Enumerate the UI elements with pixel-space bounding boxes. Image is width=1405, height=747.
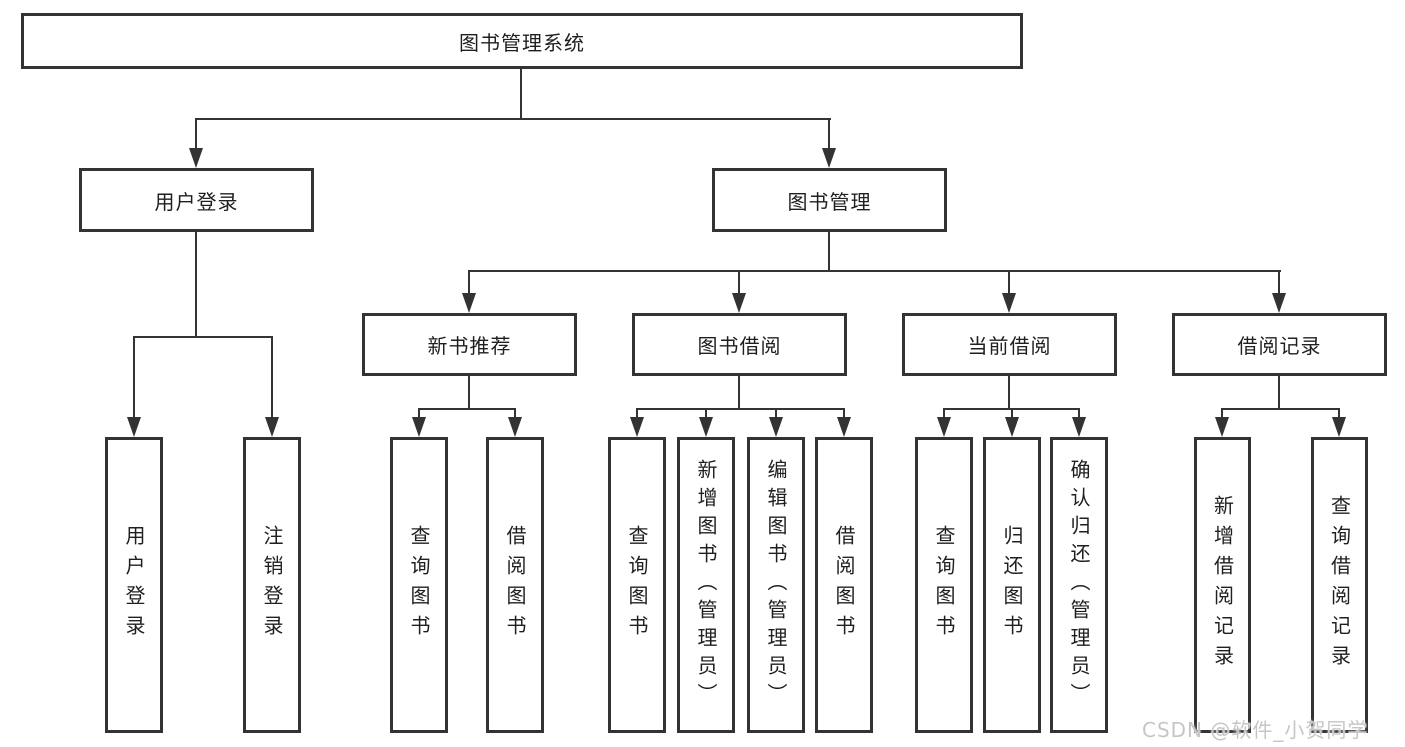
- node-label: 当前借阅: [967, 334, 1052, 358]
- connector-line: [636, 408, 638, 420]
- node-label: 用户登录: [154, 189, 239, 214]
- arrow-down-icon: [265, 417, 279, 437]
- arrow-down-icon: [769, 417, 783, 437]
- leaf-logout: 注销登录: [243, 437, 301, 733]
- leaf-label: 查询图书: [932, 525, 956, 645]
- node-current-borrow: 当前借阅: [902, 313, 1117, 376]
- node-label: 借阅记录: [1237, 334, 1322, 358]
- arrow-down-icon: [1272, 293, 1286, 313]
- arrow-down-icon: [127, 417, 141, 437]
- arrow-down-icon: [1072, 417, 1086, 437]
- connector-line: [195, 118, 197, 152]
- node-label: 图书管理: [787, 189, 872, 214]
- arrow-down-icon: [732, 293, 746, 313]
- arrow-down-icon: [1002, 293, 1016, 313]
- leaf-cb-query-book: 查询图书: [915, 437, 973, 733]
- connector-line: [1338, 408, 1340, 420]
- connector-line: [1221, 408, 1223, 420]
- arrow-down-icon: [462, 293, 476, 313]
- connector-line: [775, 408, 777, 420]
- leaf-cb-return-book: 归还图书: [983, 437, 1041, 733]
- arrow-down-icon: [699, 417, 713, 437]
- arrow-down-icon: [630, 417, 644, 437]
- arrow-down-icon: [508, 417, 522, 437]
- leaf-label: 用户登录: [122, 525, 146, 645]
- node-label: 图书借阅: [697, 334, 782, 358]
- connector-line: [738, 376, 740, 408]
- connector-line: [705, 408, 707, 420]
- arrow-down-icon: [412, 417, 426, 437]
- leaf-bb-borrow-book: 借阅图书: [815, 437, 873, 733]
- connector-line: [468, 270, 470, 295]
- connector-line: [418, 408, 516, 410]
- connector-line: [843, 408, 845, 420]
- connector-line: [828, 118, 830, 152]
- arrow-down-icon: [837, 417, 851, 437]
- connector-line: [1078, 408, 1080, 420]
- node-new-book-recommend: 新书推荐: [362, 313, 577, 376]
- leaf-nbr-borrow-book: 借阅图书: [486, 437, 544, 733]
- leaf-user-login: 用户登录: [105, 437, 163, 733]
- leaf-cb-confirm-return-admin: 确认归还（管理员）: [1050, 437, 1108, 733]
- connector-line: [1008, 376, 1010, 408]
- connector-line: [514, 408, 516, 420]
- leaf-label: 查询借阅记录: [1327, 495, 1352, 675]
- node-book-management: 图书管理: [712, 168, 947, 232]
- node-borrow-records: 借阅记录: [1172, 313, 1387, 376]
- leaf-bb-query-book: 查询图书: [608, 437, 666, 733]
- arrow-down-icon: [937, 417, 951, 437]
- arrow-down-icon: [189, 148, 203, 168]
- connector-line: [195, 118, 831, 120]
- leaf-label: 查询图书: [625, 525, 649, 645]
- connector-line: [738, 270, 740, 295]
- connector-line: [1221, 408, 1340, 410]
- leaf-label: 归还图书: [1000, 525, 1024, 645]
- connector-line: [1278, 376, 1280, 408]
- leaf-label: 确认归还（管理员）: [1067, 459, 1091, 711]
- node-label: 图书管理系统: [459, 30, 585, 55]
- node-library-management-system: 图书管理系统: [21, 13, 1023, 69]
- leaf-bb-add-book-admin: 新增图书（管理员）: [677, 437, 735, 733]
- node-user-login: 用户登录: [79, 168, 314, 232]
- arrow-down-icon: [1332, 417, 1346, 437]
- connector-line: [468, 270, 1281, 272]
- leaf-label: 借阅图书: [503, 525, 527, 645]
- watermark: CSDN @软件_小贺同学: [1142, 718, 1369, 742]
- node-label: 新书推荐: [427, 334, 512, 358]
- connector-line: [828, 232, 830, 270]
- connector-line: [468, 376, 470, 408]
- connector-line: [520, 69, 522, 118]
- node-book-borrow: 图书借阅: [632, 313, 847, 376]
- leaf-label: 新增图书（管理员）: [694, 459, 718, 711]
- connector-line: [943, 408, 945, 420]
- leaf-label: 借阅图书: [832, 525, 856, 645]
- arrow-down-icon: [822, 148, 836, 168]
- leaf-label: 新增借阅记录: [1210, 495, 1235, 675]
- connector-line: [1008, 270, 1010, 295]
- leaf-bb-edit-book-admin: 编辑图书（管理员）: [747, 437, 805, 733]
- connector-line: [418, 408, 420, 420]
- leaf-br-query-record: 查询借阅记录: [1311, 437, 1368, 733]
- leaf-br-add-record: 新增借阅记录: [1194, 437, 1251, 733]
- connector-line: [133, 336, 135, 420]
- connector-line: [1011, 408, 1013, 420]
- leaf-nbr-query-book: 查询图书: [390, 437, 448, 733]
- leaf-label: 查询图书: [407, 525, 431, 645]
- arrow-down-icon: [1005, 417, 1019, 437]
- connector-line: [636, 408, 845, 410]
- arrow-down-icon: [1215, 417, 1229, 437]
- leaf-label: 注销登录: [260, 525, 284, 645]
- connector-line: [1278, 270, 1280, 295]
- connector-line: [271, 336, 273, 420]
- connector-line: [133, 336, 273, 338]
- connector-line: [195, 232, 197, 336]
- leaf-label: 编辑图书（管理员）: [764, 459, 788, 711]
